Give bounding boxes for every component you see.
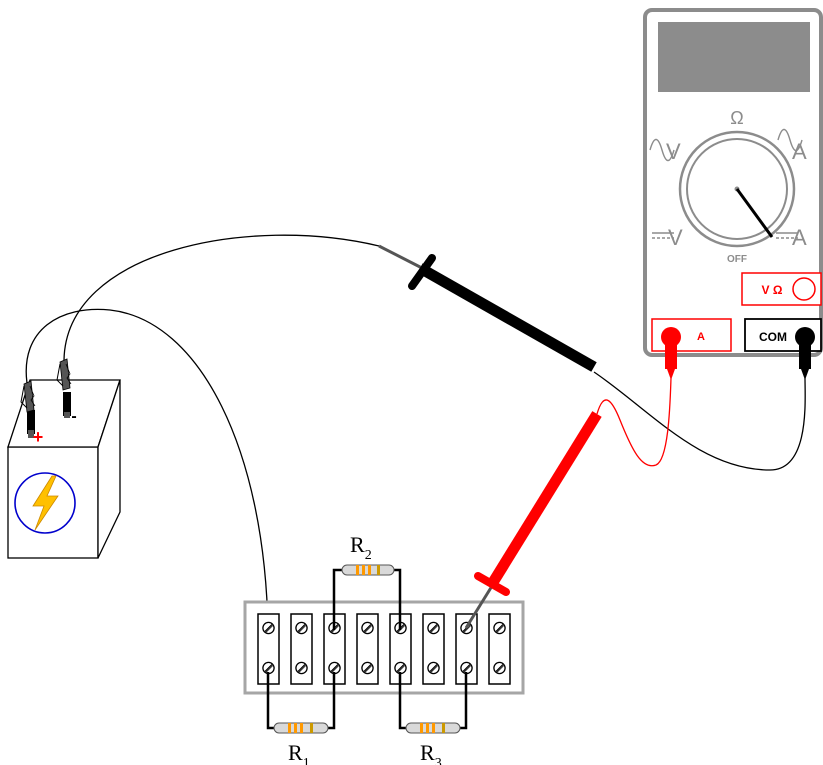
positive-sign: + xyxy=(33,427,44,447)
terminal-block xyxy=(488,613,511,685)
terminal-screw-icon[interactable] xyxy=(361,661,374,675)
black-probe[interactable] xyxy=(378,244,597,372)
red-plug[interactable] xyxy=(661,327,681,380)
r2-label: R2 xyxy=(350,532,372,563)
ac-wave-icon xyxy=(649,138,675,162)
r1-label: R1 xyxy=(288,740,310,765)
negative-wire xyxy=(63,234,380,361)
r1-circuit: R1 xyxy=(266,672,336,765)
ac-volt-label: V xyxy=(666,139,681,164)
positive-alligator-clip[interactable] xyxy=(20,380,36,413)
battery-side xyxy=(97,379,121,559)
terminal-screw-icon[interactable] xyxy=(460,661,473,675)
terminal-screw-icon[interactable] xyxy=(394,661,407,675)
ac-amp-label: A xyxy=(792,139,807,164)
selector-dial[interactable] xyxy=(678,130,796,248)
ac-volt-setting: V xyxy=(649,138,681,164)
terminal-screw-icon[interactable] xyxy=(262,621,275,635)
terminal-screw-icon[interactable] xyxy=(295,621,308,635)
terminal-block xyxy=(422,613,445,685)
dc-amp-label: A xyxy=(792,225,807,250)
terminal-screw-icon[interactable] xyxy=(493,621,506,635)
red-lead-wire xyxy=(596,377,672,467)
volt-ohm-socket[interactable] xyxy=(792,277,816,301)
resistor-r3 xyxy=(405,722,461,734)
r3-label: R3 xyxy=(420,740,442,765)
resistor-r2 xyxy=(341,564,395,576)
black-lead-wire xyxy=(593,371,806,471)
red-probe-tip xyxy=(464,585,494,629)
terminal-block xyxy=(356,613,379,685)
battery: + - xyxy=(7,358,121,559)
negative-alligator-clip[interactable] xyxy=(56,358,72,391)
terminal-screw-icon[interactable] xyxy=(328,661,341,675)
terminal-strip-base xyxy=(243,600,525,695)
black-probe-handle xyxy=(417,263,597,372)
terminal-strip xyxy=(243,600,525,695)
dc-volt-setting: V xyxy=(652,225,683,250)
terminal-screw-icon[interactable] xyxy=(295,661,308,675)
ohm-label: Ω xyxy=(730,108,743,128)
dial-pointer[interactable] xyxy=(735,188,774,238)
dc-amp-setting: A xyxy=(776,225,807,250)
resistor-r1 xyxy=(273,722,329,734)
amp-jack-label: A xyxy=(697,331,705,343)
multimeter: Ω V A V A OFF V Ω xyxy=(643,8,823,357)
dc-volt-label: V xyxy=(668,225,683,250)
terminal-screw-icon[interactable] xyxy=(427,621,440,635)
ac-wave-icon xyxy=(777,128,803,152)
black-probe-tip xyxy=(378,244,423,270)
black-plug[interactable] xyxy=(795,327,815,380)
terminal-screw-icon[interactable] xyxy=(361,621,374,635)
negative-sign: - xyxy=(71,408,76,425)
terminal-block xyxy=(290,613,313,685)
red-probe-handle xyxy=(487,411,602,587)
volt-ohm-jack[interactable]: V Ω xyxy=(741,272,822,306)
volt-ohm-jack-label: V Ω xyxy=(762,283,783,297)
terminal-screw-icon[interactable] xyxy=(262,661,275,675)
terminal-screw-icon[interactable] xyxy=(427,661,440,675)
off-label: OFF xyxy=(727,254,747,265)
positive-wire xyxy=(25,308,269,631)
positive-terminal[interactable] xyxy=(27,410,35,438)
red-probe[interactable] xyxy=(464,411,602,629)
ac-amp-setting: A xyxy=(777,128,807,164)
r2-circuit: R2 xyxy=(332,532,402,630)
terminal-screw-icon[interactable] xyxy=(493,661,506,675)
multimeter-display xyxy=(658,22,810,92)
negative-terminal[interactable] xyxy=(63,392,71,418)
com-jack-label: COM xyxy=(759,330,787,344)
r3-circuit: R3 xyxy=(398,672,468,765)
lightning-bolt-icon xyxy=(32,475,59,531)
